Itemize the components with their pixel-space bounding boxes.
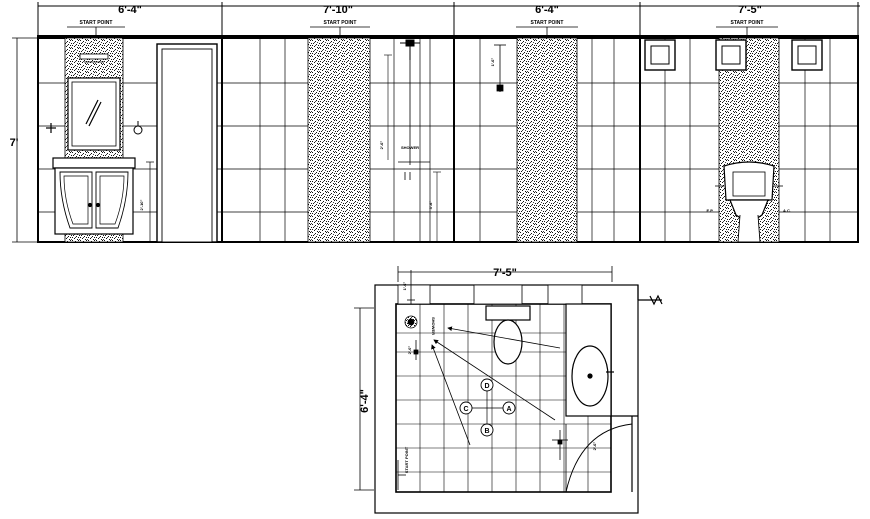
- panel-d-left-tag: E.P.: [706, 208, 713, 213]
- view-marker-hub: [472, 391, 503, 424]
- view-label-c: C: [463, 406, 468, 413]
- panel-d-width: 7'-5": [738, 4, 762, 16]
- view-label-a: A: [506, 406, 511, 413]
- view-label-b: B: [484, 428, 489, 435]
- shower-dims: [384, 54, 441, 242]
- mirror-light: [79, 53, 109, 63]
- view-label-d: D: [484, 383, 489, 390]
- shower-label-elev: SHOWER: [401, 145, 419, 150]
- plan-top-dim: 1'-6": [402, 282, 407, 291]
- view-direction-arrows: [431, 326, 561, 446]
- vanity-height-label: 2'-10": [139, 199, 144, 210]
- shower-dim-upper: 2'-6": [379, 141, 384, 150]
- switch-plus-mark: [46, 123, 56, 133]
- panel-d-right-tag: A.C.: [783, 208, 791, 213]
- wall-niche-right: [791, 39, 823, 71]
- wall-niche-left: [644, 39, 676, 71]
- accent-strip-c: [516, 37, 578, 243]
- plan-niche-strip: [397, 284, 583, 305]
- panel-c-start: START POINT: [531, 20, 564, 26]
- panel-b-start: START POINT: [324, 20, 357, 26]
- plan-dimension-lines: [354, 266, 613, 491]
- door-leaf: [161, 48, 213, 243]
- shower-pipe: [398, 60, 430, 180]
- vanity-mirror: [67, 77, 121, 151]
- shower-head: [400, 39, 420, 60]
- plan-width-label: 7'-5": [493, 267, 517, 279]
- accent-strip-b: [307, 37, 371, 243]
- plan-toilet: [485, 305, 531, 365]
- panel-d-start: START POINT: [731, 20, 764, 26]
- panel-a-start: START POINT: [80, 20, 113, 26]
- plan-door: [565, 415, 638, 493]
- plan-shower-label: SHOWER: [431, 317, 436, 335]
- plan-door-dim: 2'-6": [592, 442, 597, 451]
- panel-c-width: 6'-4": [535, 4, 559, 16]
- vanity-cabinet: [52, 157, 136, 235]
- plan-start-label: START POINT: [404, 446, 409, 473]
- panel-b-width: 7'-10": [323, 4, 353, 16]
- panel-c-fixture: [494, 44, 506, 92]
- overall-height-label: 7': [10, 137, 19, 149]
- plan-side-dim-mark: [413, 340, 419, 360]
- plan-side-dim: 2'-0": [407, 346, 412, 355]
- plan-depth-label: 6'-4": [359, 389, 371, 413]
- panel-a-width: 6'-4": [118, 4, 142, 16]
- plan-shower-drain: [404, 270, 418, 329]
- plan-start-point: [397, 460, 406, 490]
- plan-vanity-counter: [565, 303, 614, 417]
- top-dimension-strip: [37, 2, 860, 36]
- start-point-markers: [67, 26, 778, 36]
- overall-height-dim: [12, 37, 38, 243]
- plan-door-dim-mark: [552, 430, 568, 460]
- towel-ring: [133, 121, 143, 135]
- toilet-elevation: [715, 161, 783, 243]
- wall-niche-center: [715, 39, 747, 71]
- panel-c-dim: 1'-6": [490, 58, 495, 67]
- vanity-height-dim: [146, 161, 154, 242]
- shower-dim-lower: 3'-6": [428, 201, 433, 210]
